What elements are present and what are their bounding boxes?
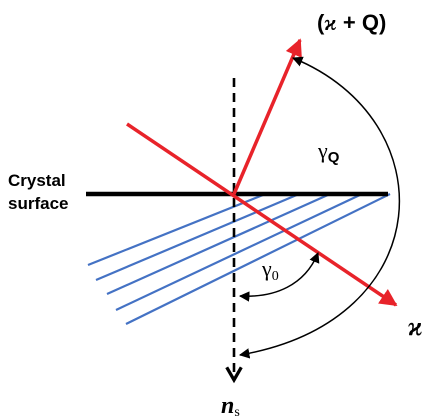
crystal-surface-label-line2: surface: [8, 194, 68, 213]
incident-beam-label: ϰ: [408, 312, 423, 341]
scattered-beam: [232, 38, 302, 195]
gamma-q-arc: [238, 56, 401, 359]
surface-normal-label: ns: [221, 393, 240, 417]
scattered-beam-label: (ϰ + Q): [317, 10, 386, 35]
crystal-surface-label-line1: Crystal: [8, 171, 66, 190]
lattice-plane-4: [115, 193, 363, 311]
lattice-plane-1: [87, 191, 269, 267]
gamma-0-arc: [238, 252, 320, 302]
gamma-q-label: γQ: [317, 138, 340, 166]
lattice-planes: [87, 191, 391, 325]
gamma-0-label: γ0: [261, 256, 279, 284]
